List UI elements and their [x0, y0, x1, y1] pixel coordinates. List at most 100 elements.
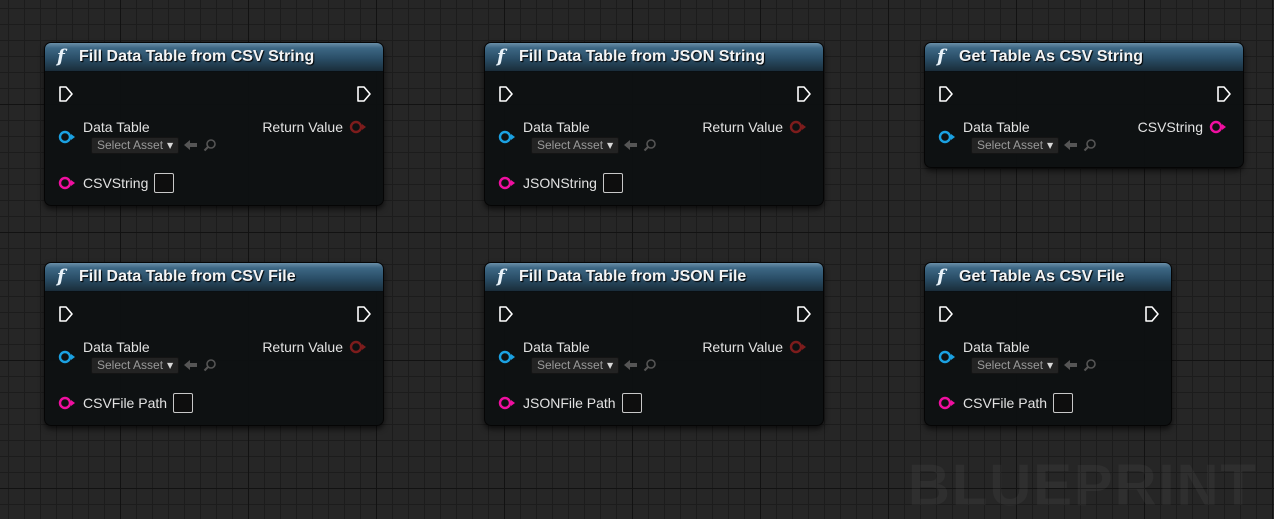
exec-out-pin[interactable] — [356, 305, 372, 323]
data-table-label: Data Table — [963, 339, 1030, 355]
data-table-pin[interactable] — [938, 349, 958, 365]
select-asset-dropdown[interactable]: Select Asset▼ — [91, 136, 180, 154]
select-asset-label: Select Asset — [977, 138, 1044, 152]
use-selected-asset-arrow-icon[interactable] — [1063, 358, 1079, 372]
node-title: Fill Data Table from JSON String — [519, 48, 765, 65]
chevron-down-icon: ▼ — [1047, 140, 1054, 150]
string-value-field[interactable] — [173, 393, 193, 413]
output-pin[interactable] — [349, 119, 369, 135]
string-input-label: CSVString — [83, 175, 149, 191]
node-header[interactable]: f Fill Data Table from JSON String — [485, 43, 823, 72]
exec-out-pin[interactable] — [796, 305, 812, 323]
function-icon: f — [937, 266, 945, 287]
string-input-label: JSONFile Path — [523, 395, 616, 411]
select-asset-dropdown[interactable]: Select Asset▼ — [531, 356, 620, 374]
string-input-pin[interactable] — [498, 395, 518, 411]
select-asset-label: Select Asset — [537, 138, 604, 152]
asset-picker: Select Asset▼ — [971, 136, 1097, 154]
use-selected-asset-arrow-icon[interactable] — [183, 358, 199, 372]
string-input-pin[interactable] — [938, 395, 958, 411]
browse-asset-search-icon[interactable] — [203, 138, 217, 152]
use-selected-asset-arrow-icon[interactable] — [623, 138, 639, 152]
data-table-pin[interactable] — [58, 349, 78, 365]
data-table-pin[interactable] — [938, 129, 958, 145]
exec-out-pin[interactable] — [1216, 85, 1232, 103]
asset-picker: Select Asset▼ — [971, 356, 1097, 374]
asset-picker: Select Asset▼ — [531, 356, 657, 374]
function-icon: f — [57, 46, 65, 67]
string-input-pin[interactable] — [498, 175, 518, 191]
exec-in-pin[interactable] — [58, 85, 74, 103]
node-header[interactable]: f Fill Data Table from CSV String — [45, 43, 383, 72]
string-value-field[interactable] — [622, 393, 642, 413]
exec-in-pin[interactable] — [498, 85, 514, 103]
node-title: Fill Data Table from CSV File — [79, 268, 296, 285]
data-table-pin[interactable] — [498, 129, 518, 145]
data-table-pin[interactable] — [58, 129, 78, 145]
output-pin[interactable] — [349, 339, 369, 355]
browse-asset-search-icon[interactable] — [1083, 138, 1097, 152]
select-asset-dropdown[interactable]: Select Asset▼ — [971, 136, 1060, 154]
browse-asset-search-icon[interactable] — [1083, 358, 1097, 372]
output-pin[interactable] — [789, 119, 809, 135]
browse-asset-search-icon[interactable] — [203, 358, 217, 372]
chevron-down-icon: ▼ — [1047, 360, 1054, 370]
node-title: Get Table As CSV File — [959, 268, 1125, 285]
string-input-pin[interactable] — [58, 175, 78, 191]
exec-out-pin[interactable] — [796, 85, 812, 103]
asset-picker: Select Asset▼ — [91, 136, 217, 154]
string-value-field[interactable] — [1053, 393, 1073, 413]
browse-asset-search-icon[interactable] — [643, 358, 657, 372]
exec-in-pin[interactable] — [498, 305, 514, 323]
select-asset-label: Select Asset — [537, 358, 604, 372]
data-table-label: Data Table — [963, 119, 1030, 135]
string-value-field[interactable] — [603, 173, 623, 193]
use-selected-asset-arrow-icon[interactable] — [183, 138, 199, 152]
exec-in-pin[interactable] — [938, 305, 954, 323]
chevron-down-icon: ▼ — [607, 140, 614, 150]
node-title: Fill Data Table from JSON File — [519, 268, 747, 285]
data-table-pin[interactable] — [498, 349, 518, 365]
output-pin[interactable] — [1209, 119, 1229, 135]
output-label: Return Value — [702, 119, 783, 135]
output-pin[interactable] — [789, 339, 809, 355]
function-icon: f — [497, 46, 505, 67]
node-title: Get Table As CSV String — [959, 48, 1144, 65]
node-header[interactable]: f Get Table As CSV File — [925, 263, 1171, 292]
node-header[interactable]: f Fill Data Table from JSON File — [485, 263, 823, 292]
select-asset-label: Select Asset — [977, 358, 1044, 372]
node-title: Fill Data Table from CSV String — [79, 48, 315, 65]
chevron-down-icon: ▼ — [167, 140, 174, 150]
select-asset-dropdown[interactable]: Select Asset▼ — [971, 356, 1060, 374]
string-input-label: CSVFile Path — [83, 395, 168, 411]
string-input-label: CSVFile Path — [963, 395, 1048, 411]
use-selected-asset-arrow-icon[interactable] — [1063, 138, 1079, 152]
asset-picker: Select Asset▼ — [531, 136, 657, 154]
select-asset-label: Select Asset — [97, 138, 164, 152]
exec-in-pin[interactable] — [58, 305, 74, 323]
browse-asset-search-icon[interactable] — [643, 138, 657, 152]
exec-out-pin[interactable] — [1144, 305, 1160, 323]
exec-in-pin[interactable] — [938, 85, 954, 103]
string-value-field[interactable] — [154, 173, 174, 193]
function-icon: f — [57, 266, 65, 287]
select-asset-dropdown[interactable]: Select Asset▼ — [91, 356, 180, 374]
string-input-label: JSONString — [523, 175, 597, 191]
use-selected-asset-arrow-icon[interactable] — [623, 358, 639, 372]
output-label: Return Value — [702, 339, 783, 355]
select-asset-dropdown[interactable]: Select Asset▼ — [531, 136, 620, 154]
exec-out-pin[interactable] — [356, 85, 372, 103]
function-icon: f — [497, 266, 505, 287]
data-table-label: Data Table — [83, 119, 150, 135]
output-label: Return Value — [262, 339, 343, 355]
string-input-pin[interactable] — [58, 395, 78, 411]
chevron-down-icon: ▼ — [607, 360, 614, 370]
node-header[interactable]: f Fill Data Table from CSV File — [45, 263, 383, 292]
